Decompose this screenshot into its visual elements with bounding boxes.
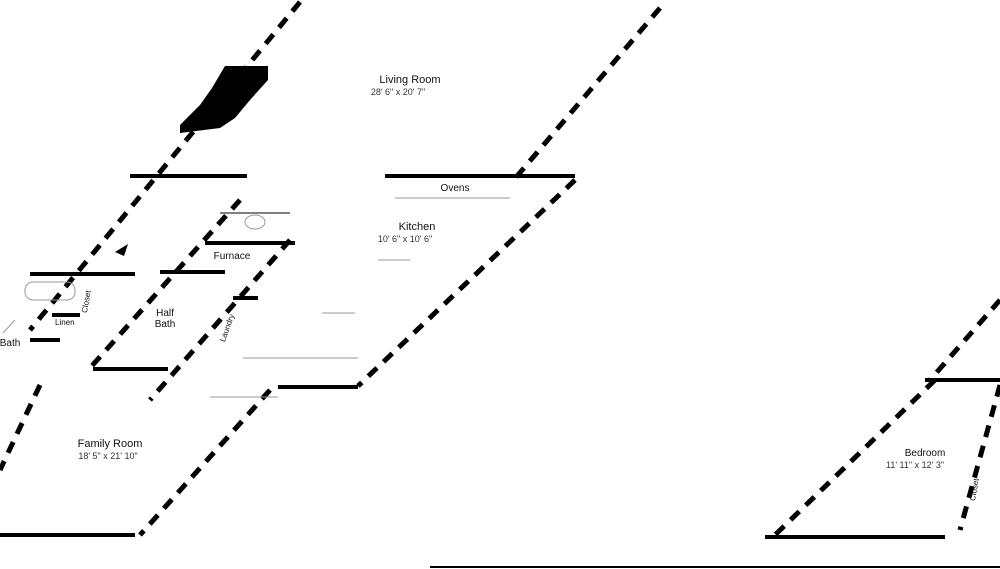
living-room-dims: 28' 6" x 20' 7" (370, 87, 426, 97)
exterior-walls-dashed (0, 0, 1000, 537)
living-room-label: Living Room (379, 74, 441, 86)
half-bath-label: Half Bath (154, 308, 176, 330)
bedroom-label: Bedroom (904, 448, 946, 459)
linen-label: Linen (55, 318, 75, 327)
stair-arrow (115, 244, 128, 256)
interior-walls (0, 174, 1000, 568)
furnace-label: Furnace (213, 251, 251, 262)
bedroom-dims: 11' 11" x 12' 3" (885, 460, 945, 470)
fixtures (2, 197, 510, 398)
fireplace-block (180, 66, 268, 133)
kitchen-dims: 10' 6" x 10' 6" (377, 234, 433, 244)
ovens-label: Ovens (440, 183, 470, 194)
family-room-dims: 18' 5" x 21' 10" (78, 451, 138, 461)
bath-label: Bath (0, 338, 21, 349)
kitchen-label: Kitchen (398, 221, 436, 233)
family-room-label: Family Room (77, 438, 143, 450)
